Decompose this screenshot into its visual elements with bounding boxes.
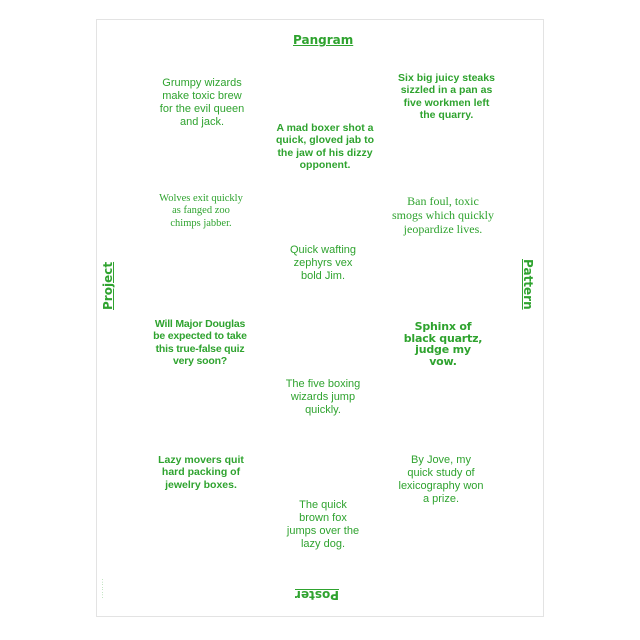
pangram-lazy-movers: Lazy movers quit hard packing of jewelry…	[158, 454, 244, 491]
pangram-six-big-juicy-steaks: Six big juicy steaks sizzled in a pan as…	[398, 72, 495, 122]
heading-right: Pattern	[521, 259, 535, 310]
pangram-by-jove: By Jove, my quick study of lexicography …	[398, 454, 484, 505]
pangram-wolves-exit: Wolves exit quickly as fanged zoo chimps…	[159, 193, 243, 229]
pangram-mad-boxer: A mad boxer shot a quick, gloved jab to …	[275, 122, 374, 172]
poster: Pangram Project Pattern Poster Grumpy wi…	[96, 19, 544, 617]
small-vertical-mark: · · · · · · · ·	[100, 578, 105, 598]
pangram-grumpy-wizards: Grumpy wizards make toxic brew for the e…	[159, 77, 245, 128]
pangram-sphinx-of-black-quartz: Sphinx of black quartz, judge my vow.	[403, 320, 483, 368]
heading-top: Pangram	[293, 33, 354, 47]
pangram-five-boxing-wizards: The five boxing wizards jump quickly.	[285, 378, 361, 416]
pangram-quick-brown-fox: The quick brown fox jumps over the lazy …	[286, 499, 360, 550]
heading-left: Project	[101, 261, 115, 310]
pangram-ban-foul: Ban foul, toxic smogs which quickly jeop…	[392, 194, 494, 237]
pangram-will-major-douglas: Will Major Douglas be expected to take t…	[153, 318, 247, 368]
heading-bottom: Poster	[295, 588, 339, 602]
pangram-quick-wafting: Quick wafting zephyrs vex bold Jim.	[289, 244, 357, 282]
